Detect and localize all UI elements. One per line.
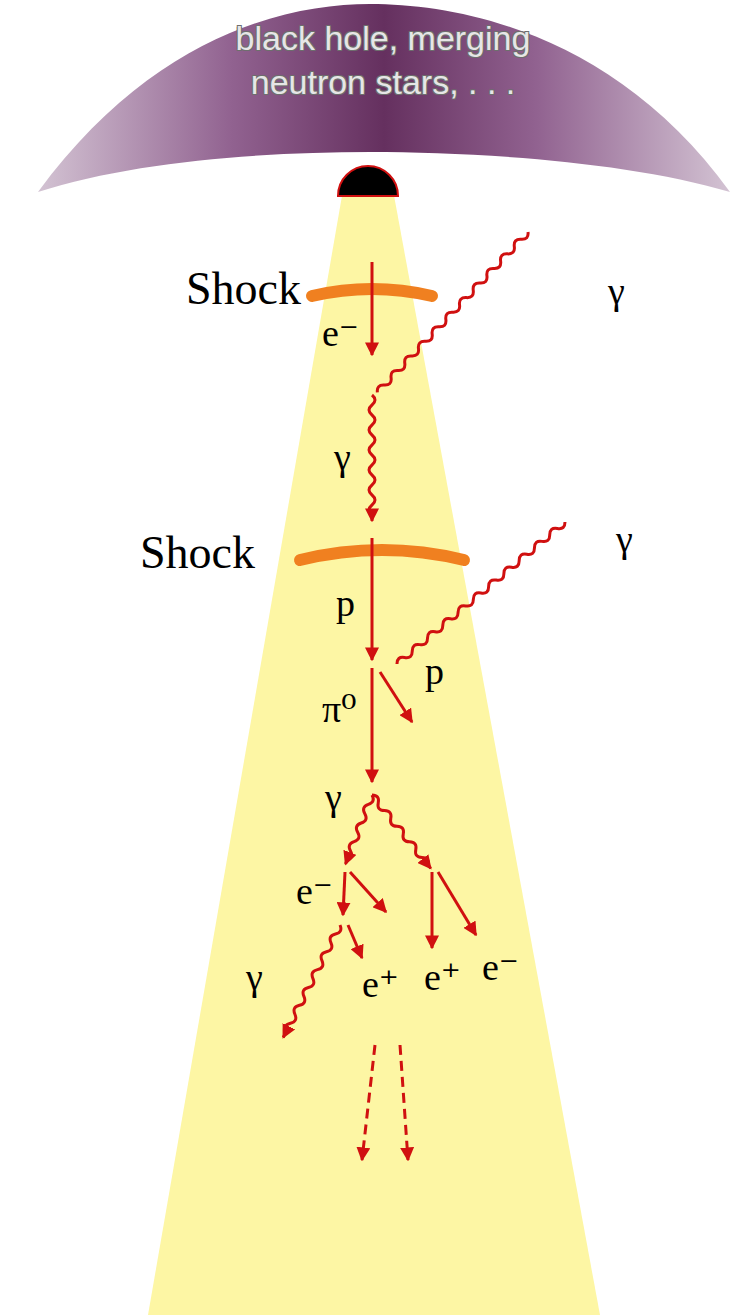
electron-arrow bbox=[371, 262, 374, 355]
dashed-arrow bbox=[362, 1045, 375, 1160]
electron-arrow bbox=[438, 872, 476, 935]
proton-arrow bbox=[380, 672, 412, 722]
photon-wave bbox=[343, 794, 375, 865]
particle-label: e⁺ bbox=[424, 958, 461, 996]
particle-label: e⁻ bbox=[322, 314, 359, 352]
particle-label: γ bbox=[246, 958, 263, 996]
electron-arrow bbox=[343, 872, 345, 915]
particle-label: γ bbox=[608, 272, 625, 310]
pion-arrow bbox=[371, 668, 374, 782]
disk-node: black hole, merging neutron stars, . . . bbox=[30, 0, 736, 200]
region-label: Shock bbox=[140, 530, 255, 576]
photon-wave bbox=[370, 793, 433, 870]
disk-caption: black hole, merging neutron stars, . . . bbox=[30, 16, 736, 104]
particle-label: γ bbox=[334, 438, 351, 476]
particle-tracks bbox=[281, 230, 567, 1160]
black-hole bbox=[338, 166, 398, 196]
particle-label: γ bbox=[325, 778, 342, 816]
particle-label: p bbox=[425, 652, 444, 690]
particle-label: π⁰ bbox=[322, 690, 356, 728]
photon-wave bbox=[281, 924, 343, 1039]
photon-wave bbox=[343, 794, 375, 865]
region-label: Shock bbox=[186, 266, 301, 312]
photon-wave bbox=[375, 230, 530, 394]
photon-wave bbox=[281, 924, 343, 1039]
photon-wave bbox=[369, 395, 375, 521]
dashed-arrow bbox=[400, 1045, 408, 1160]
photon-wave bbox=[395, 520, 567, 667]
positron-arrow bbox=[431, 872, 434, 948]
jet-cone bbox=[148, 190, 600, 1315]
particle-label: e⁻ bbox=[296, 872, 333, 910]
particle-label: p bbox=[336, 584, 355, 622]
photon-wave bbox=[375, 230, 530, 394]
proton-arrow bbox=[371, 538, 374, 660]
positron-arrow bbox=[348, 925, 362, 958]
positron-arrow bbox=[350, 872, 386, 912]
shock-front bbox=[300, 550, 464, 560]
particle-label: e⁻ bbox=[482, 948, 519, 986]
photon-wave bbox=[370, 793, 433, 870]
photon-wave bbox=[369, 395, 375, 521]
particle-label: e⁺ bbox=[362, 965, 399, 1003]
photon-wave bbox=[395, 520, 567, 667]
particle-label: γ bbox=[616, 520, 633, 558]
